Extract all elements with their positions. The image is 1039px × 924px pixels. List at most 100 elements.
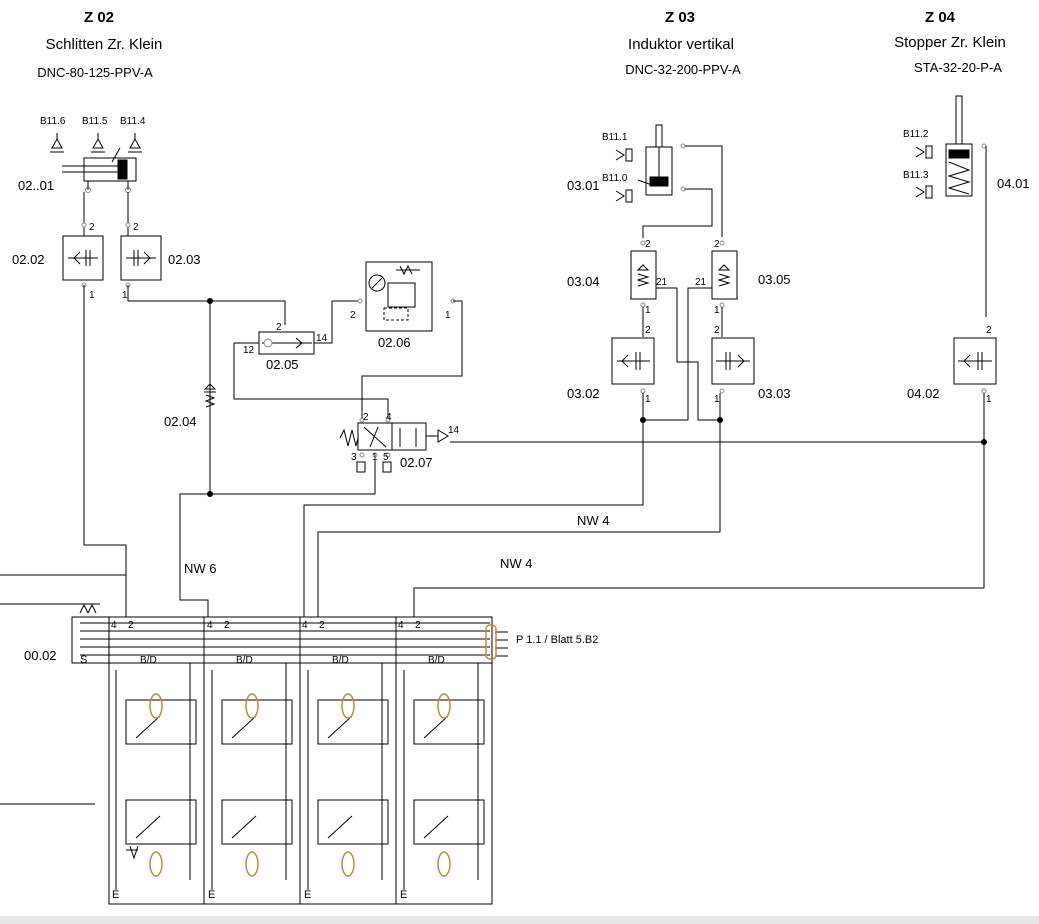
port-label: 1 [645, 394, 651, 405]
e-label: E [304, 889, 311, 901]
flow-valve-02-02: 2 1 02.02 [12, 192, 104, 301]
port-label: 14 [316, 333, 328, 344]
valve-slot-1: 4 2 B/D E [111, 620, 197, 901]
port-label: 1 [714, 305, 720, 316]
sensor-b11-2-label: B11.2 [903, 129, 929, 140]
zone-z02-id: Z 02 [84, 9, 114, 26]
cylinder-03-01-label: 03.01 [567, 178, 600, 193]
directional-valve-02-07-label: 02.07 [400, 455, 433, 470]
bd-label: B/D [428, 655, 445, 666]
port-label: 2 [319, 620, 325, 631]
port-label: 4 [386, 412, 392, 423]
valve-slot-2: 4 2 B/D E [207, 620, 293, 901]
line-nw4-b-label: NW 4 [500, 556, 533, 571]
check-valve-02-04-label: 02.04 [164, 414, 197, 429]
bd-label: B/D [332, 655, 349, 666]
flow-valve-03-03: 2 1 03.03 [711, 307, 791, 405]
cylinder-04-01: 04.01 [945, 95, 1030, 317]
sensor-b11-1: B11.1 [602, 132, 633, 162]
sensor-b11-0-label: B11.0 [602, 173, 628, 184]
port-label: 2 [350, 310, 356, 321]
sensor-b11-1-label: B11.1 [602, 132, 628, 143]
pressure-switch-02-06-label: 02.06 [378, 335, 411, 350]
e-label: E [400, 889, 407, 901]
zone-z02-title: Schlitten Zr. Klein [46, 36, 163, 53]
port-label: 2 [276, 322, 282, 333]
terminal-s-label: S [80, 654, 87, 666]
port-label: 5 [383, 452, 389, 463]
flow-valve-04-02: 2 1 04.02 [907, 325, 997, 405]
zone-z03-title: Induktor vertikal [628, 36, 734, 53]
port-label: 1 [89, 290, 95, 301]
port-label: 2 [128, 620, 134, 631]
flow-valve-03-02: 2 1 03.02 [567, 307, 655, 405]
flow-valve-04-02-label: 04.02 [907, 386, 940, 401]
port-label: 2 [363, 412, 369, 423]
check-valve-03-04-label: 03.04 [567, 274, 600, 289]
bd-label: B/D [140, 655, 157, 666]
shuttle-valve-02-05: 2 12 14 02.05 [243, 322, 328, 372]
sensor-b11-4: B11.4 [120, 116, 146, 153]
port-label: 2 [89, 222, 95, 233]
sensor-b11-4-label: B11.4 [120, 116, 146, 127]
port-label: 2 [986, 325, 992, 336]
port-label: 2 [133, 222, 139, 233]
zone-z03-part: DNC-32-200-PPV-A [625, 62, 741, 77]
port-label: 1 [986, 394, 992, 405]
e-label: E [112, 889, 119, 901]
check-valve-02-04: 02.04 [164, 383, 217, 429]
valve-slot-4: 4 2 B/D E [398, 620, 485, 901]
port-label: 4 [398, 620, 404, 631]
sensor-b11-6: B11.6 [40, 116, 66, 153]
port-label: 4 [111, 620, 117, 631]
shuttle-valve-02-05-label: 02.05 [266, 357, 299, 372]
port-label: 4 [302, 620, 308, 631]
terminal-ref-label: P 1.1 / Blatt 5.B2 [516, 634, 598, 646]
line-nw6-label: NW 6 [184, 561, 217, 576]
pressure-switch-02-06: 2 1 02.06 [350, 261, 456, 350]
port-label: 21 [656, 277, 668, 288]
sensor-b11-5-label: B11.5 [82, 116, 108, 127]
port-label: 2 [415, 620, 421, 631]
flow-valve-02-02-label: 02.02 [12, 252, 45, 267]
line-nw4-a-label: NW 4 [577, 513, 610, 528]
zone-z02-part: DNC-80-125-PPV-A [37, 65, 153, 80]
zone-z04-id: Z 04 [925, 9, 956, 26]
port-label: 2 [645, 239, 651, 250]
sensor-b11-2: B11.2 [903, 129, 933, 159]
cylinder-04-01-label: 04.01 [997, 176, 1030, 191]
flow-valve-03-03-label: 03.03 [758, 386, 791, 401]
port-label: 2 [645, 325, 651, 336]
sensor-b11-0: B11.0 [602, 173, 653, 203]
port-label: 1 [122, 290, 128, 301]
cylinder-03-01: 03.01 [567, 124, 723, 238]
cylinder-02-01: 02..01 [18, 147, 137, 193]
port-label: 2 [714, 239, 720, 250]
cylinder-02-01-label: 02..01 [18, 178, 54, 193]
port-label: 14 [448, 425, 460, 436]
flow-valve-02-03-label: 02.03 [168, 252, 201, 267]
check-valve-03-04: 2 1 21 03.04 [567, 239, 668, 316]
flow-valve-03-02-label: 03.02 [567, 386, 600, 401]
check-valve-03-05-label: 03.05 [758, 272, 791, 287]
sensor-b11-3-label: B11.3 [903, 170, 929, 181]
e-label: E [208, 889, 215, 901]
footer-bar [0, 916, 1039, 924]
sensor-b11-5: B11.5 [82, 116, 108, 153]
flow-valve-02-03: 2 1 02.03 [120, 192, 201, 301]
port-label: 3 [351, 452, 357, 463]
sensor-b11-3: B11.3 [903, 170, 933, 199]
sensor-b11-6-label: B11.6 [40, 116, 66, 127]
port-label: 21 [695, 277, 707, 288]
directional-valve-02-07: 2 4 3 1 5 14 02.07 [339, 412, 460, 473]
bd-label: B/D [236, 655, 253, 666]
zone-z04-part: STA-32-20-P-A [914, 60, 1002, 75]
port-label: 4 [207, 620, 213, 631]
valve-terminal-00-02: S 00.02 P 1.1 / Blatt 5.B2 4 2 B/D E 4 2… [0, 574, 598, 905]
check-valve-03-05: 2 1 21 03.05 [695, 239, 791, 316]
valve-terminal-00-02-label: 00.02 [24, 648, 57, 663]
port-label: 12 [243, 345, 255, 356]
port-label: 1 [372, 452, 378, 463]
valve-slot-3: 4 2 B/D E [302, 620, 389, 901]
